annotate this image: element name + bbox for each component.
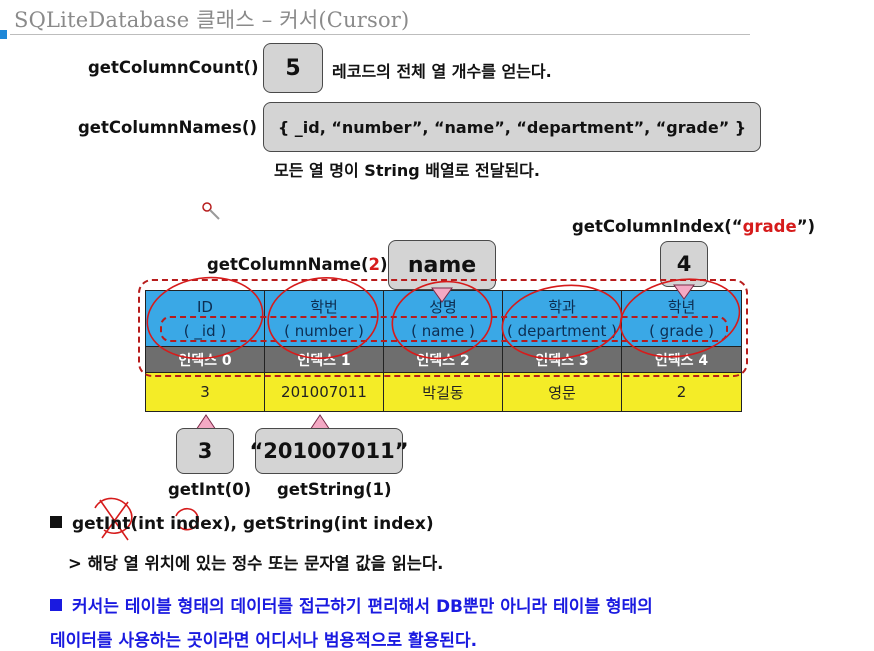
data-cell: 영문 xyxy=(503,373,622,411)
table-data-row: 3 201007011 박길동 영문 2 xyxy=(145,373,742,412)
bullet-square-icon xyxy=(50,516,62,528)
cursor-note-line-2: 데이터를 사용하는 곳이라면 어디서나 범용적으로 활용된다. xyxy=(50,631,478,651)
bullet-methods-description: > 해당 열 위치에 있는 정수 또는 문자열 값을 읽는다. xyxy=(68,554,444,573)
column-names-dashed-outline xyxy=(160,316,728,342)
get-column-names-label: getColumnNames() xyxy=(78,118,257,137)
data-cell: 2 xyxy=(676,383,687,401)
data-cell: 201007011 xyxy=(265,373,384,411)
cursor-note-line-1: 커서는 테이블 형태의 데이터를 접근하기 편리해서 DB뿐만 아니라 테이블 … xyxy=(50,592,653,617)
pointer-pin-icon xyxy=(202,202,220,220)
column-names-description: 모든 열 명이 String 배열로 전달된다. xyxy=(274,161,540,180)
page-title: SQLiteDatabase 클래스 – 커서(Cursor) xyxy=(14,8,410,32)
data-cell: 박길동 xyxy=(384,373,503,411)
title-divider xyxy=(10,34,750,35)
column-names-value-bubble: { _id, “number”, “name”, “department”, “… xyxy=(263,102,761,152)
get-column-count-label: getColumnCount() xyxy=(88,58,259,77)
header-dashed-outline xyxy=(138,279,748,377)
get-int-label: getInt(0) xyxy=(168,480,252,499)
bullet-square-icon xyxy=(50,599,62,611)
data-cell: 3 xyxy=(146,373,265,411)
column-count-description: 레코드의 전체 열 개수를 얻는다. xyxy=(332,62,552,81)
get-column-index-label: getColumnIndex(“grade”) xyxy=(572,217,816,236)
get-column-name-label: getColumnName(2) xyxy=(207,255,388,274)
bullet-methods: getInt(int index), getString(int index) xyxy=(50,514,434,534)
get-int-value-bubble: 3 xyxy=(176,428,234,474)
get-string-value-bubble: “201007011” xyxy=(249,428,409,474)
get-string-label: getString(1) xyxy=(277,480,392,499)
column-count-value-bubble: 5 xyxy=(263,43,323,93)
title-accent-mark xyxy=(0,30,7,39)
